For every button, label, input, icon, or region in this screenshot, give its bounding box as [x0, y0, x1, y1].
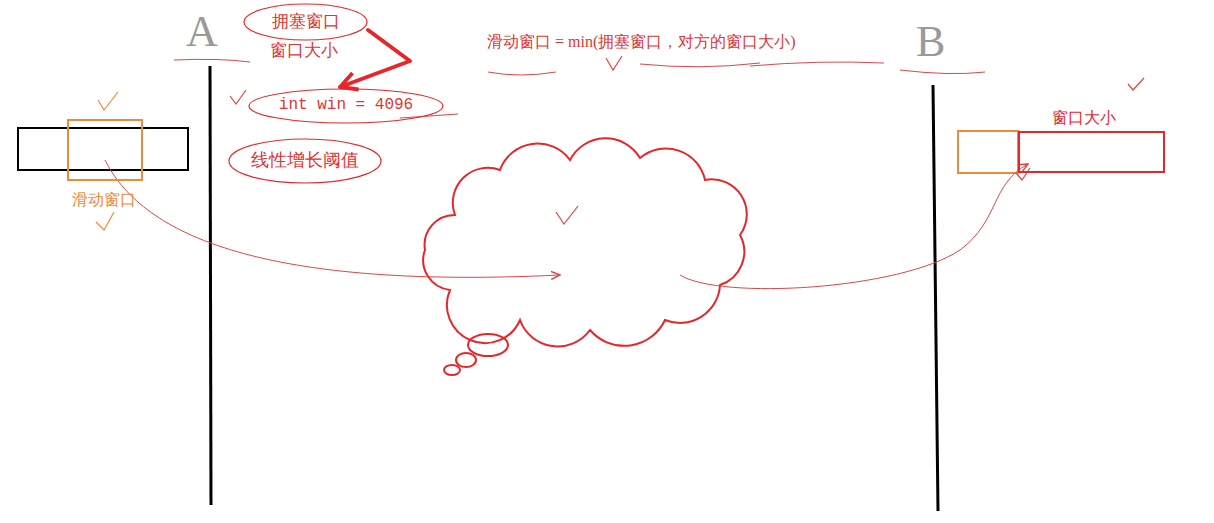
formula-text: 滑动窗口 = min(拥塞窗口，对方的窗口大小): [487, 32, 796, 51]
check-mark: [606, 56, 622, 70]
cloud-bubble: [468, 334, 508, 356]
node-text: 拥塞窗口: [272, 12, 340, 32]
receive-used: [958, 131, 1018, 173]
sliding-window-box: 滑动窗口: [67, 119, 143, 181]
ellipse-outline: [244, 4, 367, 40]
check-mark: [230, 90, 246, 104]
underline: [640, 63, 760, 67]
bold-arrow: [340, 30, 410, 87]
check-mark: [556, 206, 578, 224]
underline: [750, 62, 884, 66]
check-mark: [96, 212, 114, 230]
send-buffer: [18, 128, 188, 170]
flow-curve: [680, 164, 1028, 289]
check-mark: [98, 92, 118, 110]
host-line: [933, 85, 938, 511]
circled-code: int win = 4096: [248, 88, 444, 124]
cloud-bubble: [456, 353, 476, 367]
host-line: [210, 66, 211, 505]
node-text: int win = 4096: [279, 96, 413, 115]
flow-curve: [105, 160, 560, 277]
ellipse-outline: [229, 139, 381, 183]
cloud-bubble: [444, 365, 460, 375]
network-cloud: [423, 138, 747, 346]
host-letter: A: [186, 6, 218, 59]
note-text: 窗口大小: [270, 41, 338, 61]
underline: [174, 59, 250, 62]
receive-window-box: 窗口大小: [1018, 131, 1165, 173]
circled-term: 拥塞窗口: [243, 3, 368, 41]
node-text: 窗口大小: [1052, 108, 1116, 127]
node-text: 线性增长阈值: [251, 150, 359, 172]
ellipse-outline: [249, 89, 443, 123]
circled-term: 线性增长阈值: [228, 138, 382, 184]
host-letter: B: [916, 16, 945, 69]
node-text: 滑动窗口: [72, 190, 136, 209]
underline: [900, 70, 985, 74]
check-mark: [1128, 78, 1144, 90]
underline: [488, 72, 556, 75]
